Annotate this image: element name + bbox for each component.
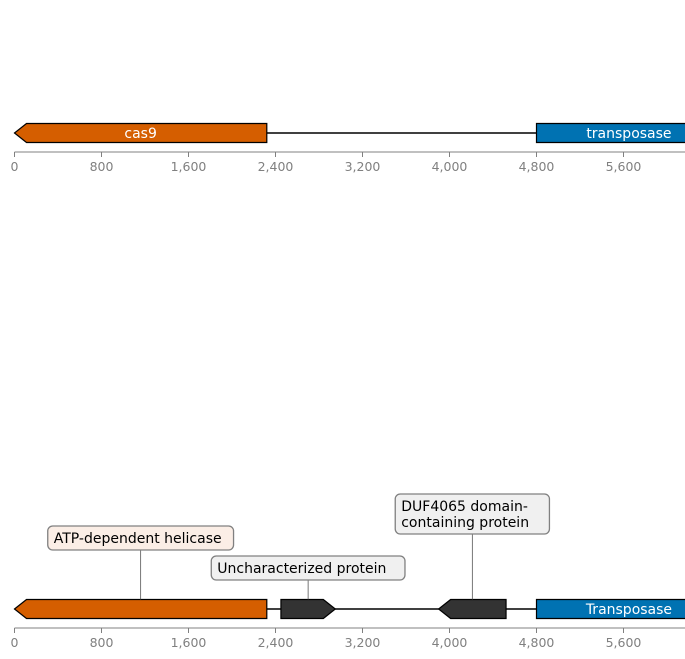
callout-label: DUF4065 domain-	[401, 499, 528, 515]
callout-label: Uncharacterized protein	[217, 561, 386, 577]
tick-label: 2,400	[258, 159, 294, 174]
tick-label: 0	[11, 159, 19, 174]
callout-label: ATP-dependent helicase	[54, 531, 222, 547]
tick-label: 1,600	[171, 635, 207, 650]
gene-arrow	[535, 598, 685, 620]
gene-transposase2[interactable]: Transposase	[535, 598, 685, 620]
tick-label: 1,600	[171, 159, 207, 174]
callout-label: containing protein	[401, 515, 529, 531]
tick-label: 4,000	[432, 159, 468, 174]
gene-helicase[interactable]: ATP-dependent helicase	[13, 525, 268, 620]
gene-arrow	[13, 598, 268, 620]
tick-label: 4,000	[432, 635, 468, 650]
tick-label: 4,800	[519, 159, 555, 174]
tick-label: 3,200	[345, 635, 381, 650]
gene-arrow	[437, 598, 507, 620]
gene-cas9[interactable]: cas9	[13, 122, 268, 144]
tick-label: 800	[90, 635, 114, 650]
tick-label: 5,600	[606, 159, 642, 174]
tick-label: 0	[11, 635, 19, 650]
callout-box	[47, 525, 235, 551]
tick-label: 5,600	[606, 635, 642, 650]
gene-label: transposase	[586, 126, 671, 142]
gene-label: cas9	[124, 126, 156, 142]
gene-label: Transposase	[585, 602, 672, 618]
gene-arrow	[13, 122, 268, 144]
track-bottom: 08001,6002,4003,2004,0004,8005,6006,400A…	[11, 493, 685, 650]
gene-uncharacterized[interactable]: Uncharacterized protein	[210, 555, 406, 620]
tick-label: 800	[90, 159, 114, 174]
callout-box	[210, 555, 406, 581]
track-top: 08001,6002,4003,2004,0004,8005,6006,400c…	[11, 122, 685, 174]
gene-arrow	[535, 122, 685, 144]
gene-transposase[interactable]: transposase	[535, 122, 685, 144]
gene-duf4065[interactable]: DUF4065 domain-containing protein	[394, 493, 551, 620]
gene-arrow	[280, 598, 337, 620]
tick-label: 2,400	[258, 635, 294, 650]
tick-label: 3,200	[345, 159, 381, 174]
callout-box	[394, 493, 551, 535]
tick-label: 4,800	[519, 635, 555, 650]
